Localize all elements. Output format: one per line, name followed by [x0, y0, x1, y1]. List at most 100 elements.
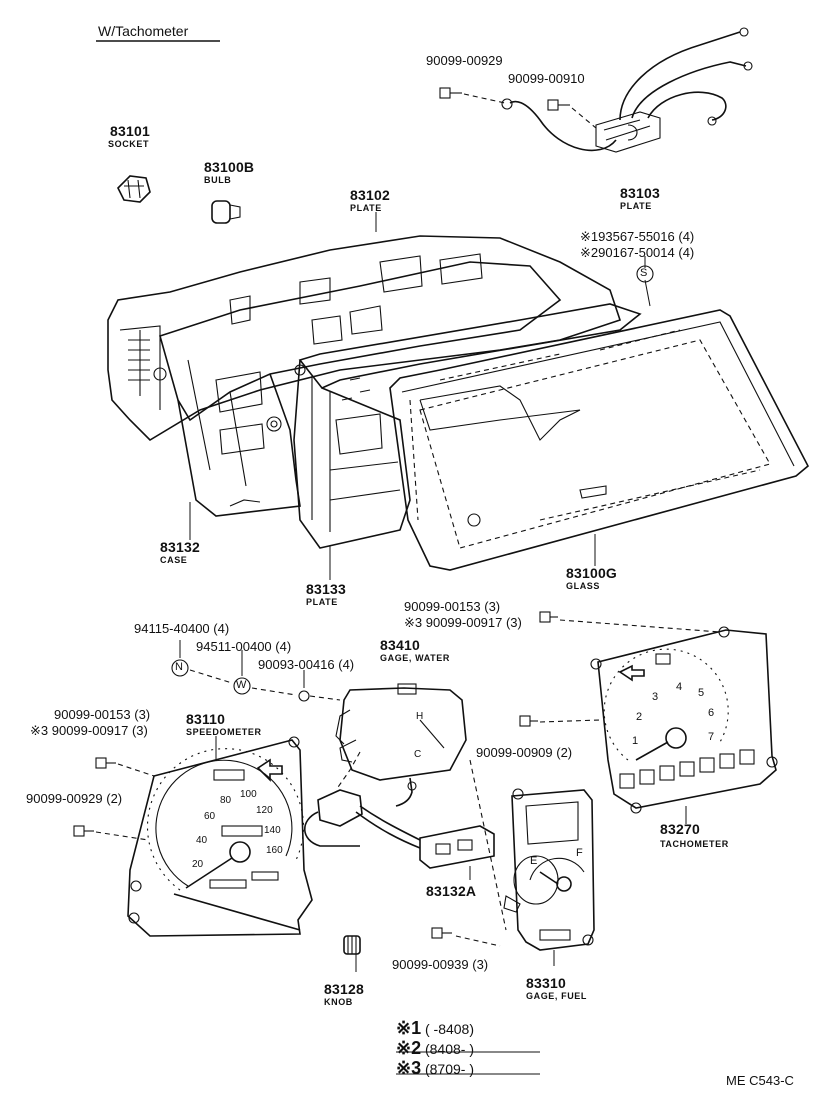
part-83128-name: KNOB [324, 997, 353, 1007]
fastener-90099-00917-top: ※3 90099-00917 (3) [404, 615, 522, 630]
washer-circle [298, 690, 310, 702]
s-marker-label: S [640, 267, 648, 279]
part-83133-name: PLATE [306, 597, 338, 607]
water-dash [335, 751, 361, 791]
gage-water-83410-drawing [335, 683, 467, 807]
n-marker-circle [171, 659, 189, 677]
speedo-tick-40: 40 [196, 835, 208, 846]
part-83128-number: 83128 [324, 981, 364, 997]
bulb-83100b-drawing [211, 200, 241, 224]
plate-83103-drawing [501, 27, 753, 153]
plate-83102-drawing [107, 235, 622, 442]
legend-range-2: (8408- ) [424, 1041, 475, 1057]
legend-row-2: ※2 (8408- ) [396, 1038, 474, 1059]
part-83133-number: 83133 [306, 581, 346, 597]
gage-fuel-83310-drawing [511, 788, 595, 951]
knob-83128-drawing [343, 935, 361, 955]
part-83132-number: 83132 [160, 539, 200, 555]
fastener-90099-00909: 90099-00909 (2) [476, 745, 573, 760]
part-83101-name: SOCKET [108, 139, 150, 149]
w-marker-circle [233, 677, 251, 695]
part-83100b-name: BULB [204, 175, 232, 185]
part-83270-number: 83270 [660, 821, 700, 837]
part-83310-name: GAGE, FUEL [526, 991, 588, 1001]
tach-tick-7: 7 [708, 731, 715, 743]
s-marker-circle [636, 265, 654, 283]
fastener-90093-00416: 90093-00416 (4) [258, 657, 355, 672]
part-83270-name: TACHOMETER [660, 839, 729, 849]
leader-s2 [644, 279, 651, 307]
fastener-90099-00929-left: 90099-00929 (2) [26, 791, 123, 806]
tach-tick-4: 4 [676, 681, 683, 693]
gage-dash-link [469, 759, 507, 931]
legend-mark-2: ※2 [396, 1038, 422, 1058]
part-83410-number: 83410 [380, 637, 420, 653]
screws-left [73, 757, 155, 841]
fastener-94511-00400: 94511-00400 (4) [196, 639, 292, 654]
screw-fuel [431, 927, 501, 947]
tach-tick-3: 3 [652, 691, 659, 703]
tachometer-83270-drawing [590, 626, 778, 814]
fastener-90099-00929-top: 90099-00929 [426, 53, 503, 68]
plate-83133-drawing [293, 303, 642, 549]
screws-top [439, 87, 597, 129]
fastener-90099-00917-left: ※3 90099-00917 (3) [30, 723, 148, 738]
legend-row-1: ※1 ( -8408) [396, 1018, 474, 1039]
fastener-90099-00153-top: 90099-00153 (3) [404, 599, 501, 614]
part-83132-name: CASE [160, 555, 188, 565]
part-83100b-number: 83100B [204, 159, 255, 175]
part-83110-number: 83110 [186, 711, 226, 727]
legend-mark-3: ※3 [396, 1058, 422, 1078]
part-83102-number: 83102 [350, 187, 390, 203]
harness-83132a-drawing [303, 789, 559, 913]
part-83103-number: 83103 [620, 185, 660, 201]
tach-tick-1: 1 [632, 735, 639, 747]
part-83103-name: PLATE [620, 201, 652, 211]
diagram-title: W/Tachometer [98, 23, 189, 39]
fastener-90099-00939: 90099-00939 (3) [392, 957, 489, 972]
footer-code: ME C543-C [726, 1073, 794, 1088]
part-83100g-number: 83100G [566, 565, 618, 581]
w-marker-label: W [236, 679, 247, 691]
screws-tach [519, 611, 558, 727]
glass-83100g-drawing [389, 309, 810, 571]
legend-row-3: ※3 (8709- ) [396, 1058, 474, 1079]
speedo-tick-80: 80 [220, 795, 232, 806]
speedo-tick-60: 60 [204, 811, 216, 822]
tach-tick-5: 5 [698, 687, 705, 699]
fastener-94115-40400: 94115-40400 (4) [134, 621, 230, 636]
speedo-tick-100: 100 [240, 789, 257, 800]
socket-83101-drawing [117, 175, 151, 203]
part-83110-name: SPEEDOMETER [186, 727, 262, 737]
speedo-tick-120: 120 [256, 805, 273, 816]
tach-dash [559, 619, 721, 633]
n-marker-label: N [175, 661, 183, 673]
part-83410-name: GAGE, WATER [380, 653, 450, 663]
fastener-90099-00153-left: 90099-00153 (3) [54, 707, 151, 722]
fuel-empty-mark: E [530, 855, 538, 867]
case-83132-drawing [159, 261, 562, 517]
part-83101-number: 83101 [110, 123, 150, 139]
part-83100g-name: GLASS [566, 581, 601, 591]
speedo-tick-160: 160 [266, 845, 283, 856]
legend-range-3: (8709- ) [424, 1061, 475, 1077]
tach-dash2 [539, 719, 601, 723]
speedo-tick-20: 20 [192, 859, 204, 870]
legend-range-1: ( -8408) [424, 1021, 475, 1037]
water-hot-mark: H [416, 711, 424, 722]
part-83132a-number: 83132A [426, 883, 477, 899]
speedo-tick-140: 140 [264, 825, 281, 836]
part-83102-name: PLATE [350, 203, 382, 213]
tach-tick-2: 2 [636, 711, 643, 723]
fastener-193567-55016: ※193567-55016 (4) [580, 229, 695, 244]
fastener-290167-50014: ※290167-50014 (4) [580, 245, 695, 260]
fastener-dashes-left [189, 669, 341, 701]
leaders-nw [179, 640, 305, 688]
water-cold-mark: C [414, 749, 422, 760]
legend-mark-1: ※1 [396, 1018, 422, 1038]
speedometer-83110-drawing [127, 736, 313, 937]
fastener-90099-00910: 90099-00910 [508, 71, 585, 86]
part-83310-number: 83310 [526, 975, 566, 991]
fuel-full-mark: F [576, 847, 583, 859]
